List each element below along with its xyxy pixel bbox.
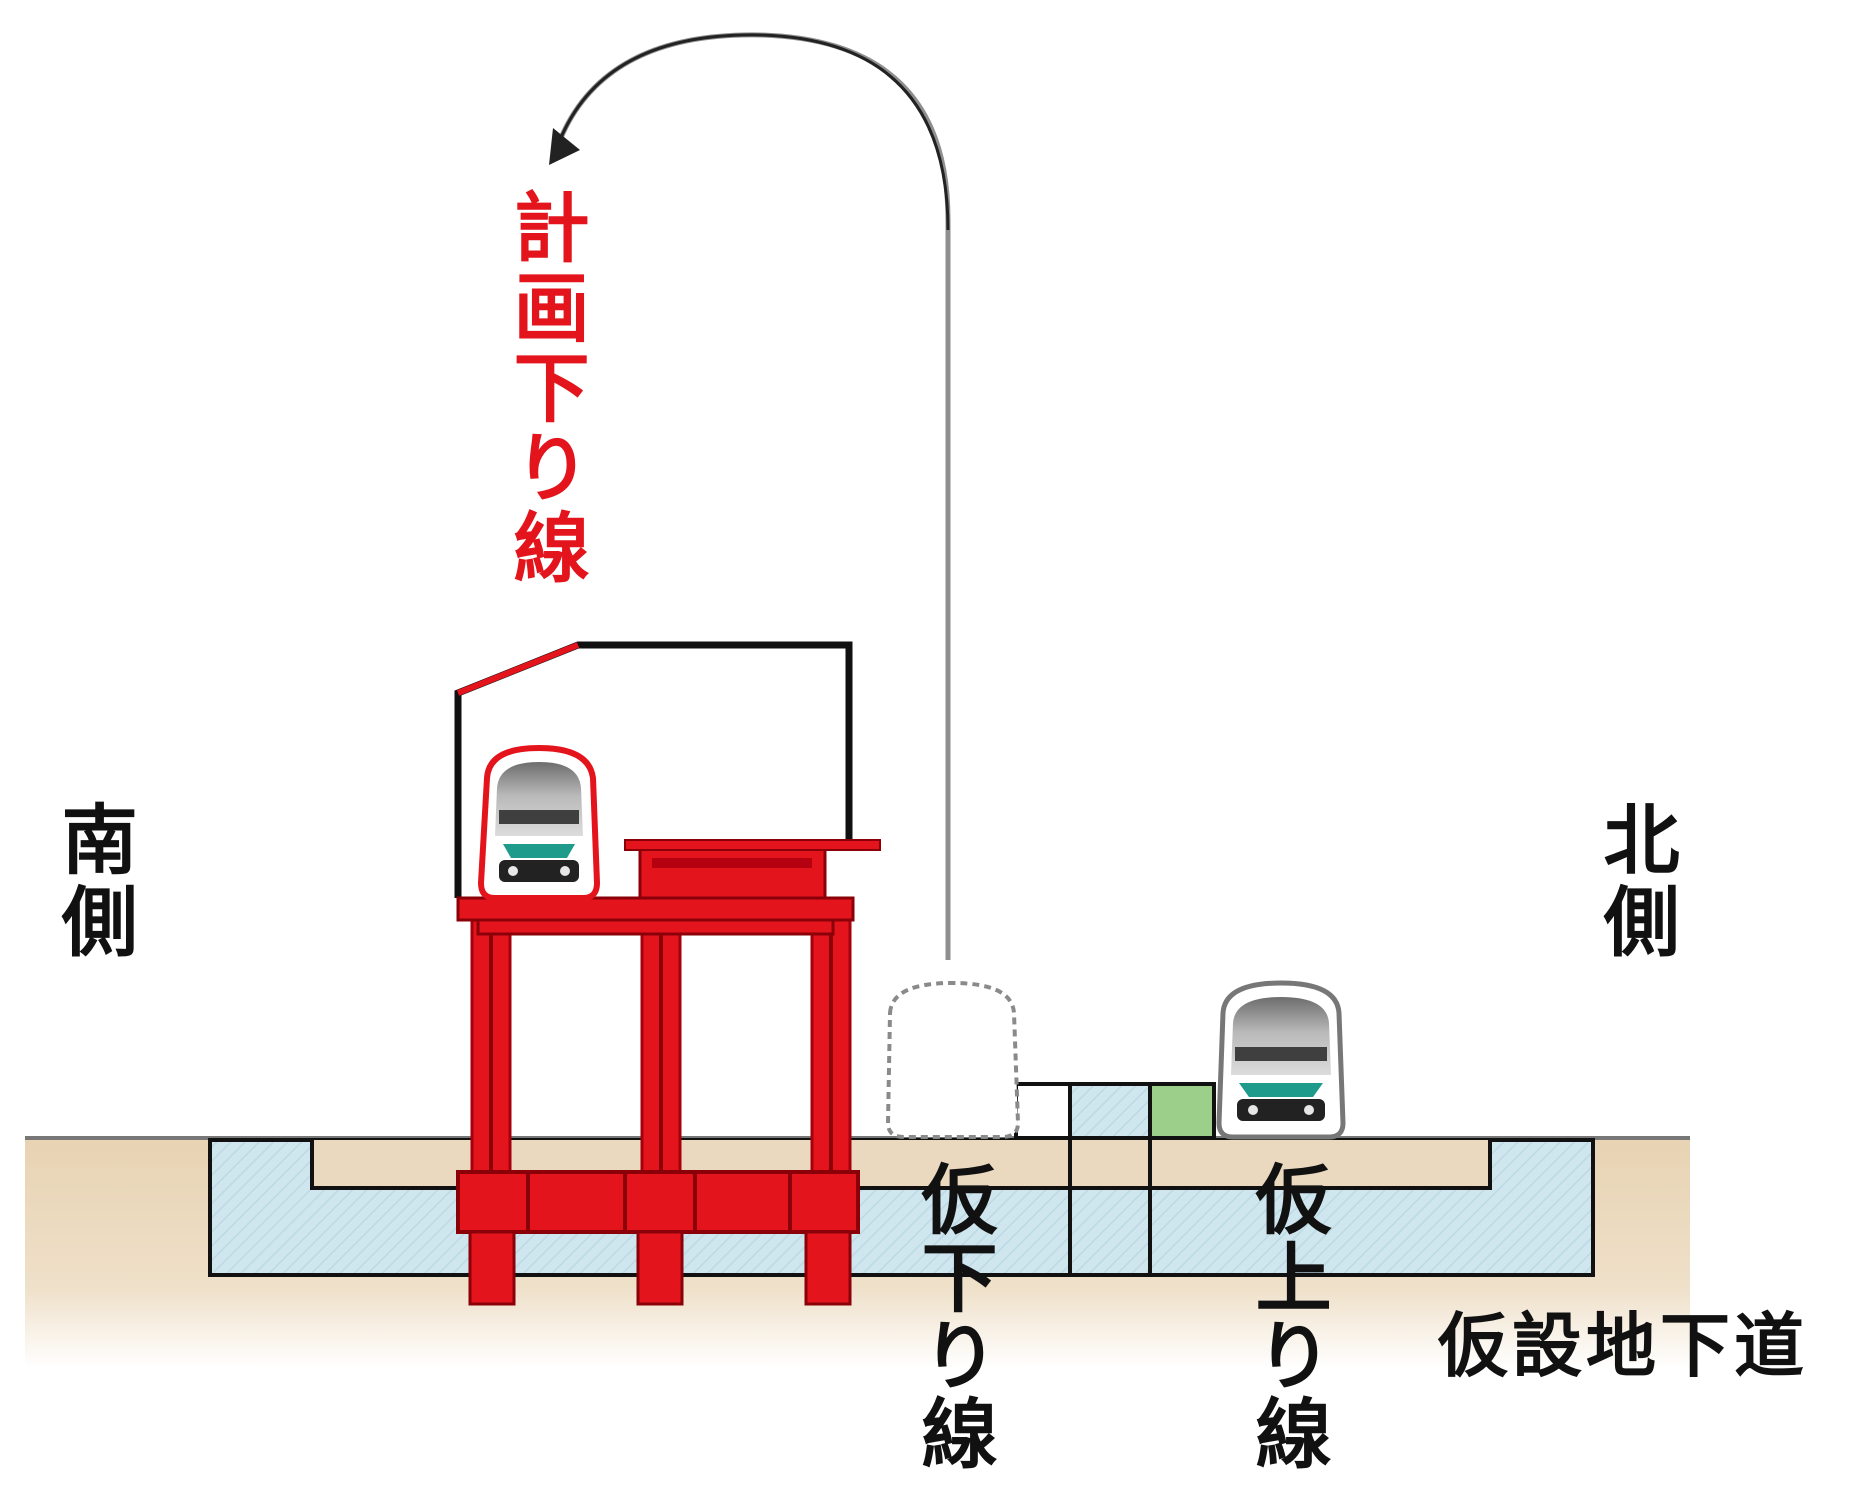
temp-underpass-text: 仮設地下道	[1438, 1305, 1808, 1387]
south-side-text: 南側	[48, 800, 138, 964]
temp-up-line-text: 仮上り線	[1242, 1160, 1332, 1472]
train-front-icon	[477, 744, 601, 901]
planned-down-line-label: 計画下り線	[500, 188, 590, 588]
north-side-text: 北側	[1590, 800, 1680, 964]
arrow-head-icon	[549, 128, 580, 165]
temp-underpass-label: 仮設地下道	[1438, 1290, 1808, 1391]
train-outline-icon	[885, 980, 1021, 1139]
temp-down-line-label: 仮下り線	[908, 1160, 998, 1472]
temp-up-line-label: 仮上り線	[1242, 1160, 1332, 1472]
north-side-label: 北側	[1590, 800, 1680, 964]
train-front-icon	[1216, 980, 1346, 1140]
planned-elevated-structure	[454, 641, 881, 1306]
planned-down-line-text: 計画下り線	[500, 188, 590, 588]
temp-down-line-text: 仮下り線	[908, 1160, 998, 1472]
south-side-label: 南側	[48, 800, 138, 964]
relocation-arrow	[549, 32, 951, 960]
